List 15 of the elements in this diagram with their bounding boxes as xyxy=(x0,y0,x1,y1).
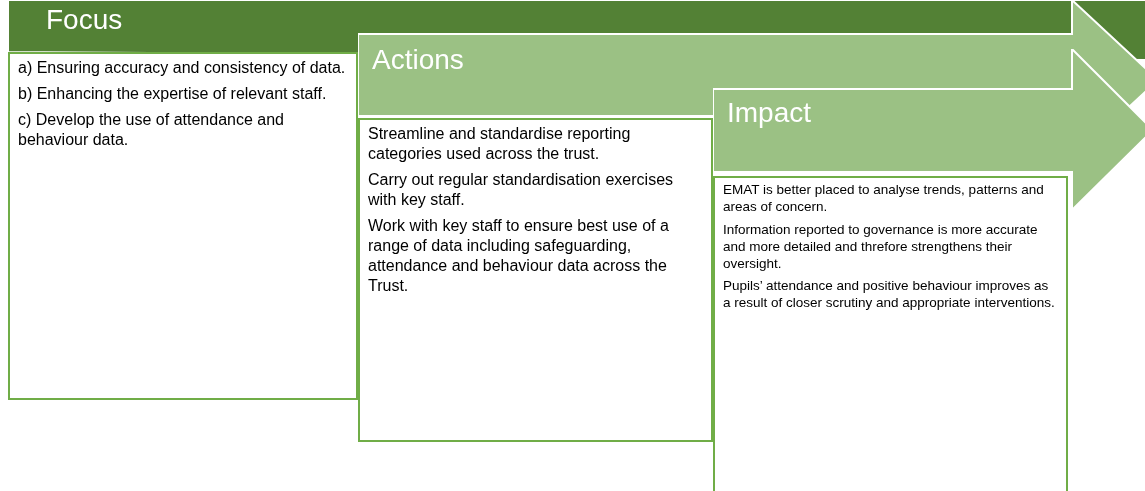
text-paragraph: a) Ensuring accuracy and consistency of data. xyxy=(18,58,347,78)
text-paragraph: c) Develop the use of attendance and behaviour data. xyxy=(18,110,285,150)
text-paragraph: b) Enhancing the expertise of relevant staff. xyxy=(18,84,328,104)
text-paragraph: Information reported to governance is more accurate and more detailed and threfore strengthens their oversight. xyxy=(723,221,1039,273)
text-box xyxy=(8,52,358,400)
band-heading: Impact xyxy=(727,99,812,127)
text-paragraph: Streamline and standardise reporting categories used across the trust. xyxy=(368,124,632,164)
text-paragraph: Work with key staff to ensure best use of a range of data including safeguarding, attendance and behaviour data across the Trust. xyxy=(368,216,670,296)
text-paragraph: Carry out regular standardisation exercises with key staff. xyxy=(368,170,675,210)
text-box xyxy=(713,176,1068,491)
text-paragraph: Pupils’ attendance and positive behaviour improves as a result of closer scrutiny and appropriate interventions. xyxy=(723,278,1056,313)
text-paragraph: EMAT is better placed to analyse trends, patterns and areas of concern. xyxy=(723,182,1045,216)
text-box xyxy=(358,118,713,442)
band-heading: Actions xyxy=(372,46,464,74)
band-heading: Focus xyxy=(46,6,123,34)
